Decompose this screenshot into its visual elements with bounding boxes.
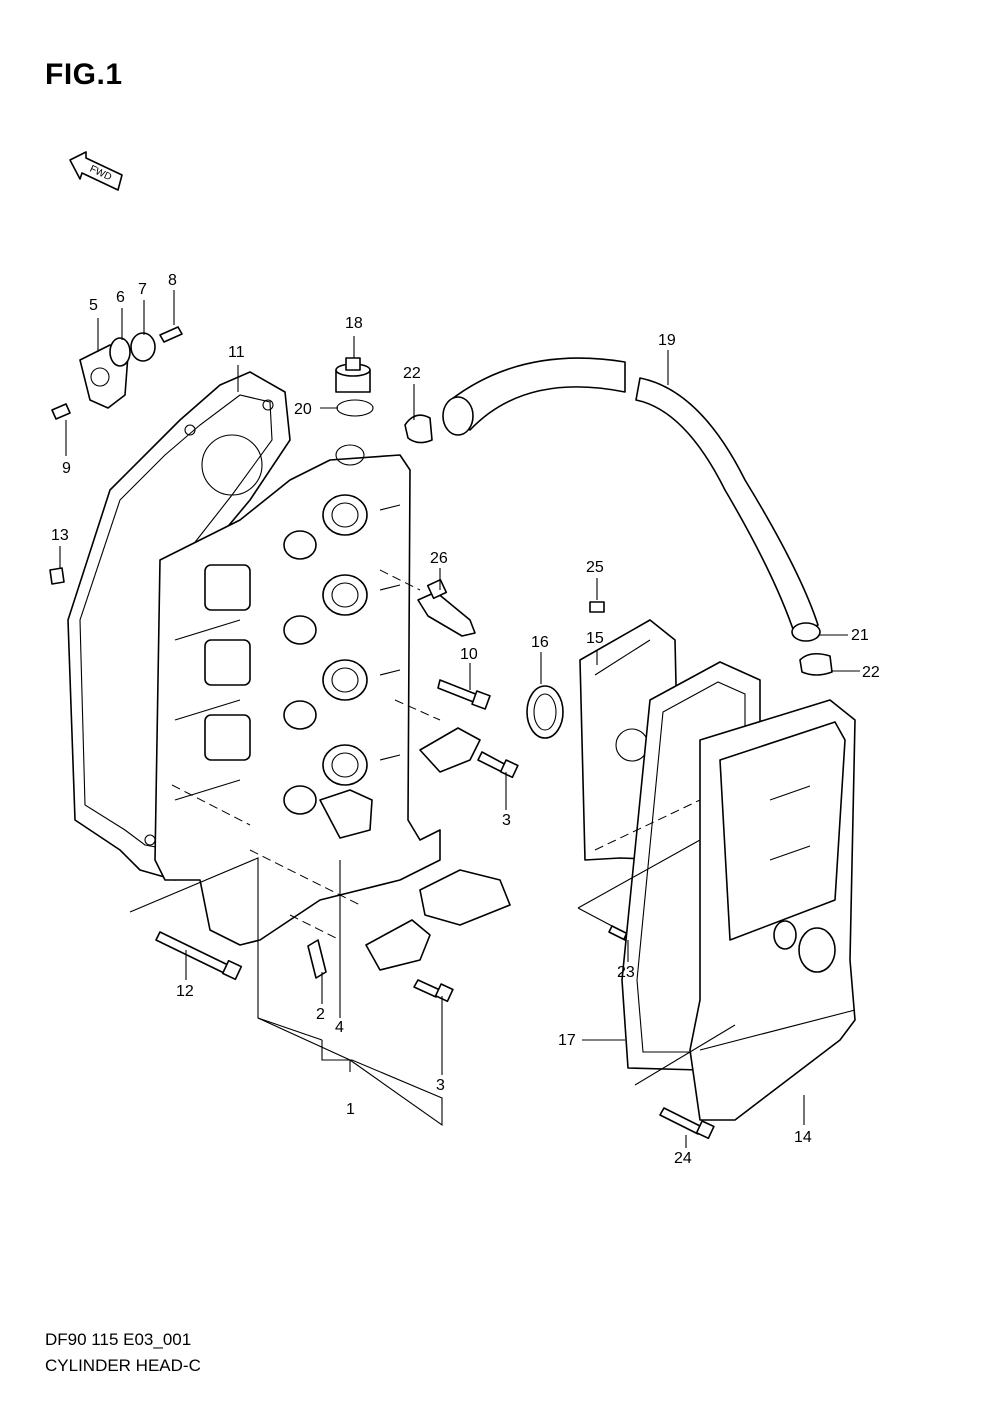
- alignment-lines: [171, 569, 701, 941]
- callout-4: 4: [335, 1019, 344, 1036]
- spark-plug: [417, 578, 476, 637]
- water-hose: [404, 357, 833, 676]
- callout-6: 6: [116, 289, 125, 306]
- cam-caps: [319, 727, 511, 971]
- callout-1: 1: [346, 1101, 355, 1118]
- callout-5: 5: [89, 297, 98, 314]
- callout-26: 26: [430, 550, 448, 567]
- fwd-arrow-icon: FWD: [69, 151, 123, 191]
- leader-lines: [59, 290, 860, 1148]
- callout-15: 15: [586, 630, 604, 647]
- callout-7: 7: [138, 281, 147, 298]
- callout-9: 9: [62, 460, 71, 477]
- callout-2: 2: [316, 1006, 325, 1023]
- diagram-name: CYLINDER HEAD-C: [45, 1356, 201, 1375]
- callout-21: 21: [851, 627, 869, 644]
- callout-10-label: 10: [460, 646, 478, 663]
- callout-17: 17: [558, 1032, 576, 1049]
- callout-11: 11: [228, 344, 245, 361]
- bolts: [49, 567, 715, 1140]
- callout-12: 12: [176, 983, 194, 1000]
- figure-title: FIG.1: [45, 58, 123, 91]
- callout-23-label: 23: [617, 964, 635, 981]
- callout-14: 14: [794, 1129, 812, 1146]
- callout-22b: 22: [862, 664, 880, 681]
- callout-16: 16: [531, 634, 549, 651]
- drain-plug: [335, 357, 374, 417]
- callout-25: 25: [586, 559, 604, 576]
- callout-13: 13: [51, 527, 69, 544]
- diagram-code: DF90 115 E03_001: [45, 1330, 192, 1349]
- callout-18: 18: [345, 315, 363, 332]
- callout-20: 20: [294, 401, 312, 418]
- thermostat-cover: [51, 326, 183, 420]
- callout-3a: 3: [502, 812, 511, 829]
- callout-8: 8: [168, 272, 177, 289]
- callout-3b: 3: [436, 1077, 445, 1094]
- callout-19: 19: [658, 332, 676, 349]
- o-ring: [526, 685, 564, 739]
- callout-labels: 5 6 7 8 9 13 11 18 20 22 19 26 9 10 25 1…: [51, 272, 880, 1146]
- callout-22a: 22: [403, 365, 421, 382]
- cylinder-head-cover: [689, 699, 856, 1121]
- callout-24-label: 24: [674, 1150, 692, 1167]
